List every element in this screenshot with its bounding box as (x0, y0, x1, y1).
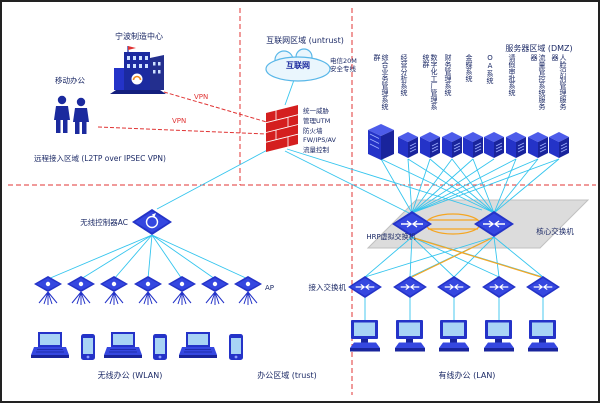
server-label: 财务管理系统 (444, 54, 452, 96)
server-icon (462, 131, 484, 159)
ap-icon (200, 275, 230, 306)
server-label: OA系统 (486, 54, 494, 84)
laptop-icon (30, 331, 70, 360)
ap-icon (66, 275, 96, 306)
server-label: 数字化工厂管理系统群 (422, 54, 438, 110)
server-icon (505, 131, 527, 159)
core-switch-right-icon (474, 211, 514, 237)
access-switch-icon (482, 276, 516, 298)
server-label: 请假审批系统 (508, 54, 516, 96)
server-label: 综合业务管理系统群 (373, 54, 389, 110)
server-rack-icon (367, 123, 395, 161)
core-switch-label: 核心交换机 (536, 227, 574, 236)
internet-region-label: 互联网区域 (untrust) (266, 36, 344, 45)
laptop-icon (103, 331, 143, 360)
desktop-icon (436, 320, 472, 354)
access-switch-icon (437, 276, 471, 298)
vpn-label-2: VPN (172, 117, 187, 125)
hrp-switch-label: HRP虚拟交换机 (366, 233, 416, 241)
server-label: 人脸识别管理服务器 (551, 54, 567, 110)
ethernet-links (47, 79, 560, 322)
desktop-icon (392, 320, 428, 354)
lan-region-label: 有线办公 (LAN) (438, 371, 496, 380)
firewall-icon (262, 104, 302, 153)
phone-icon (229, 334, 243, 360)
ningbo-center-label: 宁波制造中心 (115, 32, 163, 41)
access-switch-icon (348, 276, 382, 298)
desktop-icon (347, 320, 383, 354)
server-label: 金蝶系统 (465, 54, 473, 82)
server-icon (397, 131, 419, 159)
firewall-label: 统一威胁 管理UTM 防火墙 FW/IPS/AV 流量控制 (303, 107, 336, 154)
wlan-region-label: 无线办公 (WLAN) (97, 371, 163, 380)
ap-icon (233, 275, 263, 306)
phone-icon (81, 334, 95, 360)
ap-icon (99, 275, 129, 306)
ap-label: AP (265, 284, 275, 292)
vpn-label-1: VPN (194, 93, 209, 101)
access-switch-icon (526, 276, 560, 298)
mobile-office-label: 移动办公 (55, 76, 85, 85)
remote-access-region-label: 远程接入区域 (L2TP over IPSEC VPN) (34, 154, 166, 163)
server-label: 经营分析系统 (400, 54, 408, 96)
vpn-links (97, 91, 271, 135)
ap-icon (33, 275, 63, 306)
server-icon (419, 131, 441, 159)
mobile-office-users-icon (48, 94, 98, 136)
server-icon (548, 131, 570, 159)
desktop-icon (481, 320, 517, 354)
office-region-label: 办公区域 (trust) (257, 371, 317, 380)
server-label: 流量管控系统服务器 (530, 54, 546, 110)
internet-cloud-label: 互联网 (286, 61, 310, 70)
access-switch-icon (393, 276, 427, 298)
ap-icon (133, 275, 163, 306)
laptop-icon (178, 331, 218, 360)
ap-icon (167, 275, 197, 306)
phone-icon (153, 334, 167, 360)
dmz-region-label: 服务器区域 (DMZ) (505, 44, 573, 53)
access-switch-label: 接入交换机 (308, 283, 347, 292)
wireless-controller-icon (132, 209, 172, 235)
desktop-icon (525, 320, 561, 354)
telecom-line-label: 电信20M 安全专线 (330, 57, 357, 74)
server-icon (527, 131, 549, 159)
server-icon (483, 131, 505, 159)
server-icon (441, 131, 463, 159)
wireless-controller-label: 无线控制器AC (80, 218, 128, 227)
ningbo-center-building-icon (106, 45, 170, 96)
